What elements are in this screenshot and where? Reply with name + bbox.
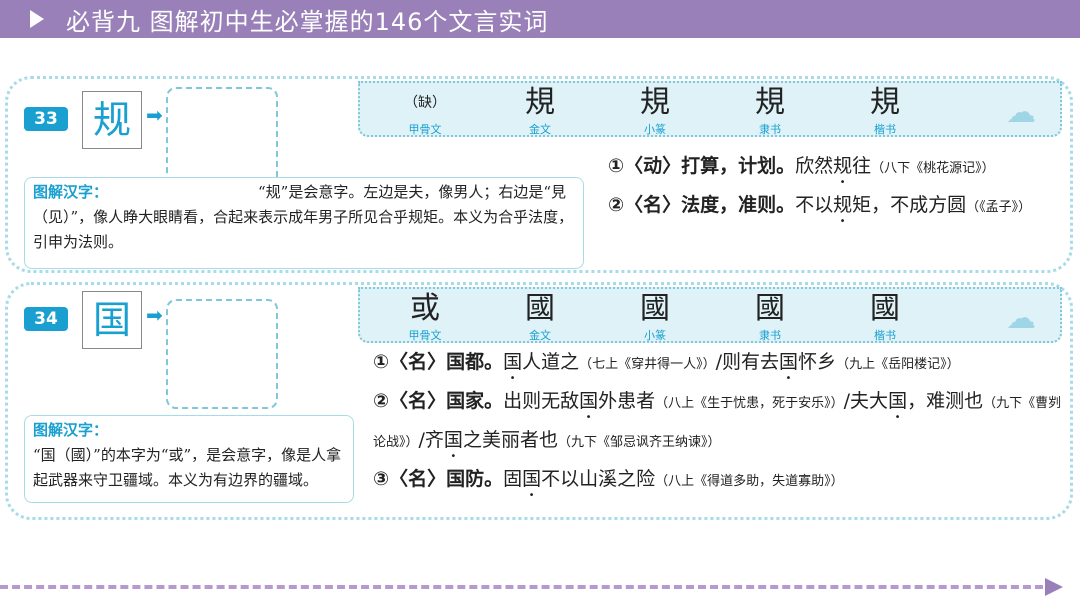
arrow-icon: ➡ <box>146 103 163 127</box>
definitions: ①〈名〉国都。国人道之（七上《穿井得一人》）/则有去国怀乡（九上《岳阳楼记》）②… <box>373 345 1063 501</box>
example-text: 矩，不成方圆 <box>852 194 967 216</box>
explanation-title: 图解汉字： <box>33 183 109 201</box>
script-glyph: 國 <box>755 291 785 326</box>
example-text: 之美丽者也 <box>462 429 558 451</box>
key-character: 国 <box>503 351 523 373</box>
script-form: 國金文 <box>500 291 580 343</box>
script-label: 隶书 <box>759 123 781 136</box>
example-text: 不以 <box>795 194 834 216</box>
example-text: 固 <box>503 468 523 490</box>
source-citation: （九下《曹刿论战》） <box>373 396 1062 450</box>
script-glyph: 國 <box>640 291 670 326</box>
key-character: 规 <box>833 194 853 216</box>
script-glyph: 規 <box>755 85 785 120</box>
key-character: 国 <box>579 390 599 412</box>
explanation-box: 图解汉字：“规”是会意字。左边是夫，像男人；右边是“見（见）”，像人睁大眼睛看，… <box>24 177 584 269</box>
script-form: 國楷书 <box>845 291 925 343</box>
arrow-right-icon <box>1045 578 1063 596</box>
script-glyph: 國 <box>525 291 555 326</box>
example-text: 往 <box>852 155 872 177</box>
script-label: 甲骨文 <box>408 329 442 342</box>
key-character: 国 <box>888 390 908 412</box>
source-citation: （九上《岳阳楼记》） <box>836 357 960 372</box>
example-text: /则有去 <box>715 351 780 373</box>
key-character: 国 <box>522 468 542 490</box>
example-text: ，难测也 <box>907 390 984 412</box>
explanation-text: “规”是会意字。左边是夫，像男人；右边是“見（见）”，像人睁大眼睛看，合起来表示… <box>33 183 574 251</box>
source-citation: （八上《生于忧患，死于安乐》） <box>655 396 844 411</box>
key-character: 国 <box>779 351 799 373</box>
script-form: 國隶书 <box>730 291 810 343</box>
script-form: 規隶书 <box>730 85 810 137</box>
script-label: 金文 <box>529 329 551 342</box>
script-form: 規楷书 <box>845 85 925 137</box>
explanation-title: 图解汉字： <box>33 421 109 439</box>
source-citation: （九下《邹忌讽齐王纳谏》） <box>557 435 721 450</box>
definition-line: ②〈名〉国家。出则无敌国外患者（八上《生于忧患，死于安乐》）/夫大国，难测也（九… <box>373 384 1063 462</box>
script-glyph: 規 <box>640 85 670 120</box>
script-label: 金文 <box>529 123 551 136</box>
script-form: （缺） 甲骨文 <box>385 85 465 137</box>
entry-character: 规 <box>82 91 142 149</box>
script-label: 小篆 <box>644 123 666 136</box>
example-text: 出则无敌 <box>503 390 580 412</box>
script-glyph: （缺） <box>404 95 446 111</box>
script-evolution-band: 或甲骨文國金文國小篆國隶书國楷书☁ <box>358 287 1062 343</box>
script-label: 甲骨文 <box>408 123 442 136</box>
example-text: 不以山溪之险 <box>541 468 656 490</box>
header-bar: 必背九 图解初中生必掌握的146个文言实词 <box>0 0 1080 38</box>
sense-label: ①〈动〉打算，计划。 <box>608 155 796 177</box>
example-text: /齐 <box>418 429 444 451</box>
source-citation: （八上《得道多助，失道寡助》） <box>655 474 844 489</box>
script-glyph: 或 <box>410 291 440 326</box>
page-title: 必背九 图解初中生必掌握的146个文言实词 <box>66 7 549 36</box>
entry-character: 国 <box>82 291 142 349</box>
sense-label: ①〈名〉国都。 <box>373 351 504 373</box>
source-citation: （八下《桃花源记》） <box>871 161 995 176</box>
explanation-box: 图解汉字： “国（國）”的本字为“或”，是会意字，像是人拿起武器来守卫疆域。本义为… <box>24 415 354 503</box>
entry-number: 34 <box>24 307 68 331</box>
sense-label: ②〈名〉国家。 <box>373 390 504 412</box>
definition-line: ①〈名〉国都。国人道之（七上《穿井得一人》）/则有去国怀乡（九上《岳阳楼记》） <box>373 345 1063 384</box>
definition-line: ③〈名〉国防。固国不以山溪之险（八上《得道多助，失道寡助》） <box>373 462 1063 501</box>
definition-line: ①〈动〉打算，计划。欣然规往（八下《桃花源记》） <box>608 149 1068 188</box>
script-evolution-band: （缺）甲骨文規金文規小篆規隶书規楷书☁ <box>358 81 1062 137</box>
definitions: ①〈动〉打算，计划。欣然规往（八下《桃花源记》）②〈名〉法度，准则。不以规矩，不… <box>608 149 1068 227</box>
script-label: 楷书 <box>874 329 896 342</box>
key-character: 规 <box>833 155 853 177</box>
divider <box>0 585 1055 589</box>
script-glyph: 規 <box>525 85 555 120</box>
script-label: 楷书 <box>874 123 896 136</box>
cloud-icon: ☁ <box>1006 95 1036 130</box>
script-glyph: 國 <box>870 291 900 326</box>
script-label: 隶书 <box>759 329 781 342</box>
cloud-icon: ☁ <box>1006 301 1036 336</box>
example-text: 欣然 <box>795 155 834 177</box>
example-text: 人道之 <box>522 351 580 373</box>
definition-line: ②〈名〉法度，准则。不以规矩，不成方圆（《孟子》） <box>608 188 1068 227</box>
source-citation: （七上《穿井得一人》） <box>579 357 716 372</box>
example-text: 外患者 <box>598 390 656 412</box>
arrow-icon: ➡ <box>146 303 163 327</box>
sense-label: ②〈名〉法度，准则。 <box>608 194 796 216</box>
entry-number: 33 <box>24 107 68 131</box>
source-citation: （《孟子》） <box>966 200 1032 215</box>
illustration <box>166 299 278 409</box>
script-glyph: 規 <box>870 85 900 120</box>
script-label: 小篆 <box>644 329 666 342</box>
script-form: 規小篆 <box>615 85 695 137</box>
explanation-text: “国（國）”的本字为“或”，是会意字，像是人拿起武器来守卫疆域。本义为有边界的疆… <box>33 446 342 489</box>
play-arrow-icon <box>30 10 44 28</box>
script-form: 規金文 <box>500 85 580 137</box>
example-text: 怀乡 <box>798 351 837 373</box>
key-character: 国 <box>443 429 463 451</box>
script-form: 國小篆 <box>615 291 695 343</box>
script-form: 或甲骨文 <box>385 291 465 343</box>
sense-label: ③〈名〉国防。 <box>373 468 504 490</box>
example-text: /夫大 <box>843 390 889 412</box>
